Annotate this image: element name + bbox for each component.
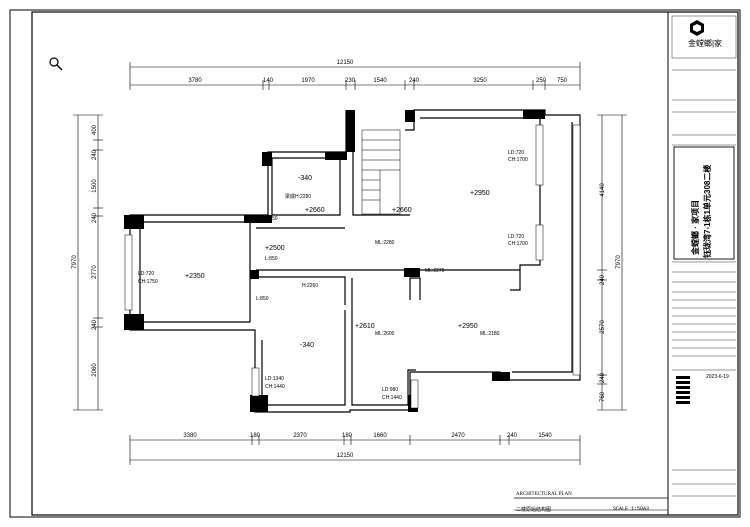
bottom-dim: 180 xyxy=(342,433,353,439)
level-mark: +2950 xyxy=(470,190,490,197)
columns xyxy=(124,110,545,412)
beam-label: ML:2180 xyxy=(480,331,500,337)
bottom-dim: 1660 xyxy=(373,433,387,439)
beam-label: L:850 xyxy=(265,256,278,262)
bottom-dim: 180 xyxy=(250,433,261,439)
window-ld: LD:720 xyxy=(138,271,154,277)
staircase xyxy=(361,129,401,215)
level-labels: -340 +2660 +2660 +2950 +2500 +2350 +2610… xyxy=(185,175,490,349)
overall-dim-bottom: 12150 xyxy=(337,453,354,459)
window-ld: LD:720 xyxy=(508,150,524,156)
left-total: 7970 xyxy=(72,255,78,269)
top-dim: 250 xyxy=(536,78,547,84)
level-mark: +2350 xyxy=(185,273,205,280)
left-dim: 2060 xyxy=(92,363,98,377)
beam-label: ML:2270 xyxy=(425,268,445,274)
window-ch: CH:1750 xyxy=(138,279,158,285)
right-dim: 240 xyxy=(600,372,606,383)
bottom-dim: 3380 xyxy=(183,433,197,439)
window-ch: CH:1440 xyxy=(265,384,285,390)
left-dimension-group xyxy=(73,114,103,411)
bottom-dim: 2370 xyxy=(293,433,307,439)
top-dim: 140 xyxy=(263,78,274,84)
top-dim: 750 xyxy=(557,78,568,84)
brand-text-2: 家 xyxy=(714,39,723,48)
titleblock-grid xyxy=(671,15,737,497)
level-mark: +2660 xyxy=(392,207,412,214)
bottom-dimension-group xyxy=(129,435,581,465)
project-line-1: 金螳螂 · 家项目 xyxy=(691,199,700,255)
beam-label: 梁底H:2280 xyxy=(285,193,311,200)
top-dim: 240 xyxy=(409,78,420,84)
overall-dim-top: 12150 xyxy=(337,60,354,66)
top-dim: 1970 xyxy=(301,78,315,84)
window-ld: LD:720 xyxy=(508,234,524,240)
level-mark: +2950 xyxy=(458,323,478,330)
right-total: 7970 xyxy=(616,255,622,269)
top-dim: 230 xyxy=(345,78,356,84)
window-ld: LD:1340 xyxy=(265,376,284,382)
beam-label: L:850 xyxy=(256,296,269,302)
drawing-title: ARCHITECTURAL PLAN xyxy=(516,492,572,497)
brand-text: 金螳螂 xyxy=(687,39,712,48)
beam-label: L:850 xyxy=(265,216,278,222)
zoom-icon[interactable] xyxy=(48,56,64,72)
level-mark: -340 xyxy=(298,175,312,182)
top-dim: 1540 xyxy=(373,78,387,84)
project-line-2: 钰珑湾7-1栋1单元308二楼 xyxy=(703,164,712,258)
bottom-dim: 1540 xyxy=(538,433,552,439)
beam-label: H:2260 xyxy=(302,283,318,289)
level-mark: +2660 xyxy=(305,207,325,214)
level-mark: -340 xyxy=(300,342,314,349)
bottom-dim: 2470 xyxy=(451,433,465,439)
drawing-scale: SCALE 1:50A3 xyxy=(613,506,650,512)
left-dim: 240 xyxy=(92,149,98,160)
level-mark: +2610 xyxy=(355,323,375,330)
top-dim: 3250 xyxy=(473,78,487,84)
left-dim: 2770 xyxy=(92,265,98,279)
brand-logo xyxy=(690,20,704,36)
titleblock-bars xyxy=(676,376,690,404)
brand-name: 金螳螂|家 xyxy=(672,38,738,49)
windows xyxy=(124,124,581,409)
drawing-date: 2023-6-19 xyxy=(706,374,729,380)
left-dim: 1500 xyxy=(92,179,98,193)
right-dim: 240 xyxy=(600,274,606,285)
drawing-subtitle: 二楼原始结构图 xyxy=(516,507,552,513)
brand-separator: | xyxy=(711,39,715,48)
beam-label: ML:2600 xyxy=(375,331,395,337)
beam-label: ML:2280 xyxy=(375,240,395,246)
dimension-labels: 12150 12150 3780 140 1970 230 1540 240 3… xyxy=(72,60,622,459)
right-dimension-group xyxy=(597,114,627,411)
window-ch: CH:1440 xyxy=(382,395,402,401)
left-dim: 240 xyxy=(92,319,98,330)
window-ch: CH:1700 xyxy=(508,157,528,163)
right-dim: 760 xyxy=(600,391,606,402)
right-dim: 4140 xyxy=(600,183,606,197)
top-dimension-group xyxy=(129,62,581,90)
window-ld: LD:980 xyxy=(382,387,398,393)
level-mark: +2500 xyxy=(265,245,285,252)
top-dim: 3780 xyxy=(188,78,202,84)
window-ch: CH:1700 xyxy=(508,241,528,247)
left-dim: 240 xyxy=(92,212,98,223)
window-labels: LD:720 CH:1700 LD:720 CH:1700 LD:720 CH:… xyxy=(138,150,528,401)
right-dim: 2570 xyxy=(600,320,606,334)
beam-labels: 梁底H:2280 L:850 L:850 ML:2280 ML:2270 H:2… xyxy=(256,193,500,337)
bottom-dim: 240 xyxy=(507,433,518,439)
left-dim: 400 xyxy=(92,124,98,135)
